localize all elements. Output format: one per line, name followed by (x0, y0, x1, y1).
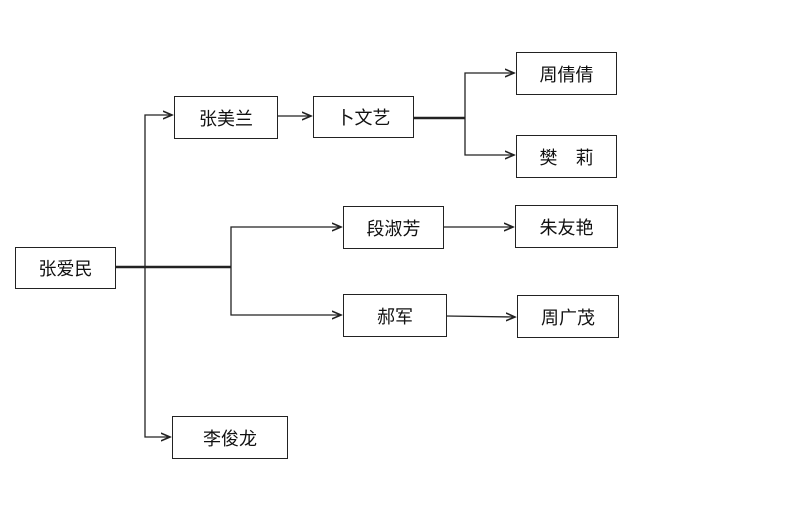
connector-bu-wenyi-to-zhou-qianqian (464, 73, 514, 118)
node-hao-jun: 郝军 (343, 294, 447, 337)
node-duan-shufang: 段淑芳 (343, 206, 444, 249)
connector-hao-jun-to-zhou-guangmao (445, 316, 515, 317)
node-bu-wenyi: 卜文艺 (313, 96, 414, 138)
node-root: 张爱民 (15, 247, 116, 289)
node-li-junlong: 李俊龙 (172, 416, 288, 459)
connector-root-to-hao-jun (230, 267, 341, 315)
node-zhang-meilan: 张美兰 (174, 96, 278, 139)
connector-root-to-li-junlong (144, 267, 170, 437)
node-zhou-qianqian: 周倩倩 (516, 52, 617, 95)
node-fan-li: 樊 莉 (516, 135, 617, 178)
connector-root-to-duan-shufang (230, 227, 341, 267)
node-zhu-youyan: 朱友艳 (515, 205, 618, 248)
node-zhou-guangmao: 周广茂 (517, 295, 619, 338)
connector-bu-wenyi-to-fan-li (464, 118, 514, 155)
connector-root-to-zhang-meilan (144, 115, 172, 267)
